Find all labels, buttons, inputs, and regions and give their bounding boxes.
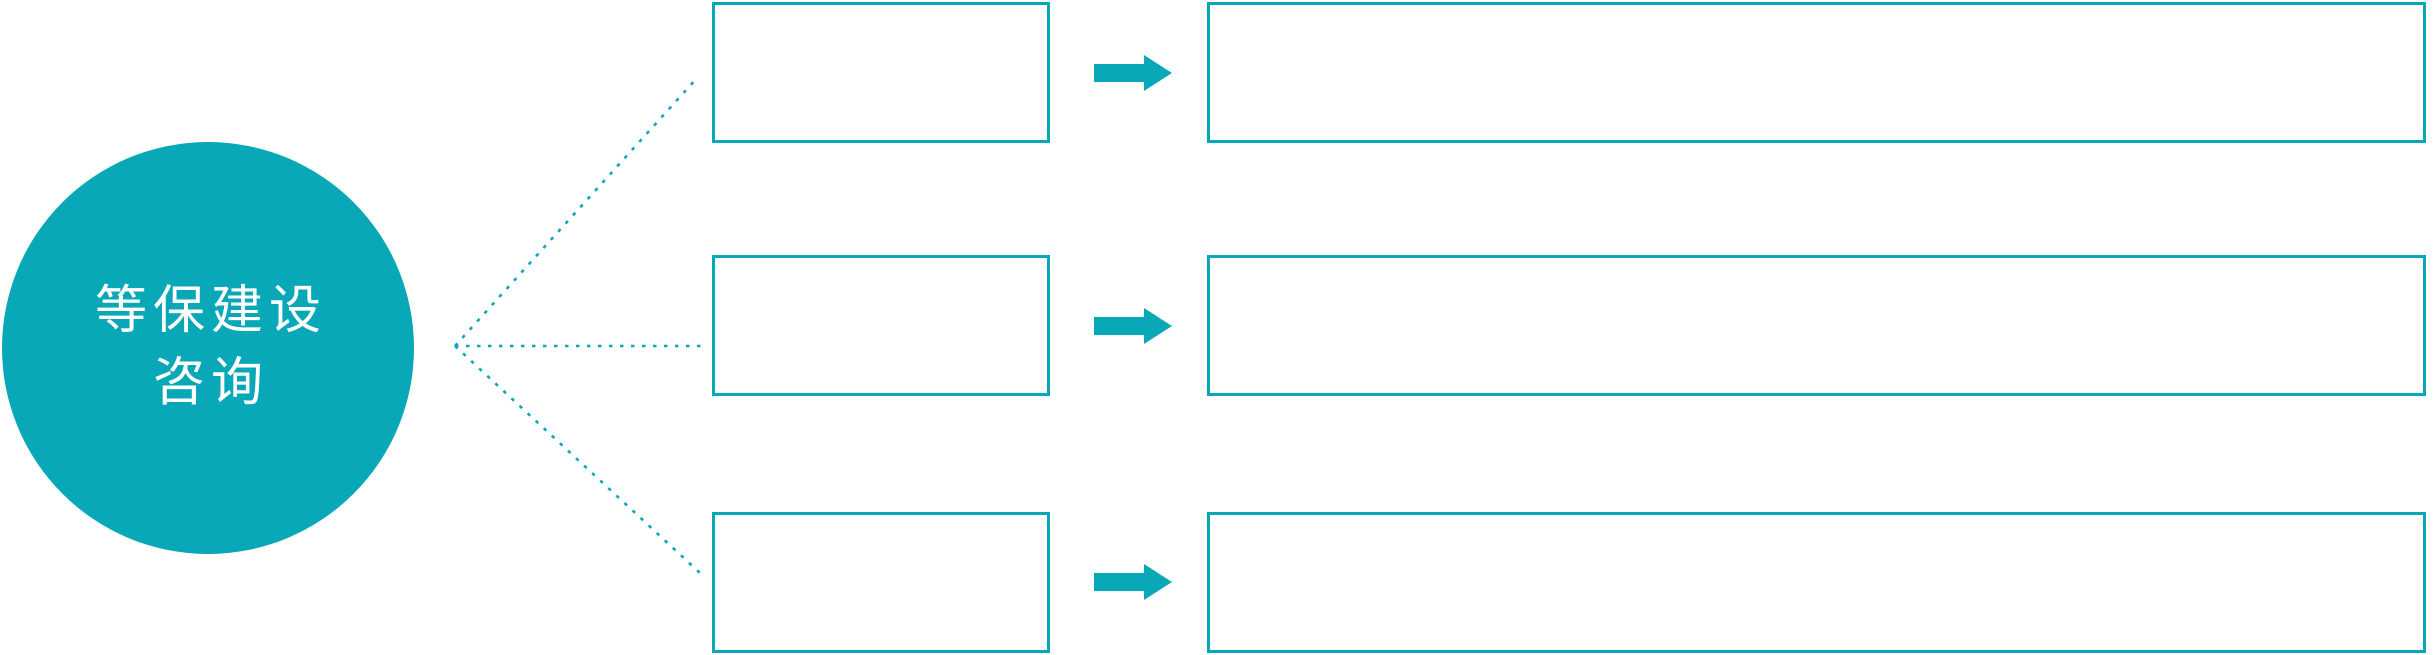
detail-box-2-label <box>1210 258 2423 393</box>
branch-box-3 <box>712 512 1050 653</box>
branch-box-3-label <box>715 515 1047 650</box>
branch-box-2 <box>712 255 1050 396</box>
detail-box-3 <box>1207 512 2426 653</box>
detail-box-2 <box>1207 255 2426 396</box>
root-node-label-line1: 等保建设 <box>94 282 327 341</box>
branch-box-2-label <box>715 258 1047 393</box>
branch-box-1-label <box>715 5 1047 140</box>
detail-box-1 <box>1207 2 2426 143</box>
arrow-right-icon <box>1094 564 1172 600</box>
detail-box-1-label <box>1210 5 2423 140</box>
connector-line-bottom <box>454 345 701 574</box>
detail-box-3-label <box>1210 515 2423 650</box>
root-node-label-line2: 咨询 <box>152 354 269 412</box>
root-node-circle: 等保建设 咨询 <box>2 142 414 554</box>
arrow-right-icon <box>1094 55 1172 91</box>
branch-box-1 <box>712 2 1050 143</box>
arrow-right-icon <box>1094 308 1172 344</box>
connector-line-top <box>454 77 698 347</box>
